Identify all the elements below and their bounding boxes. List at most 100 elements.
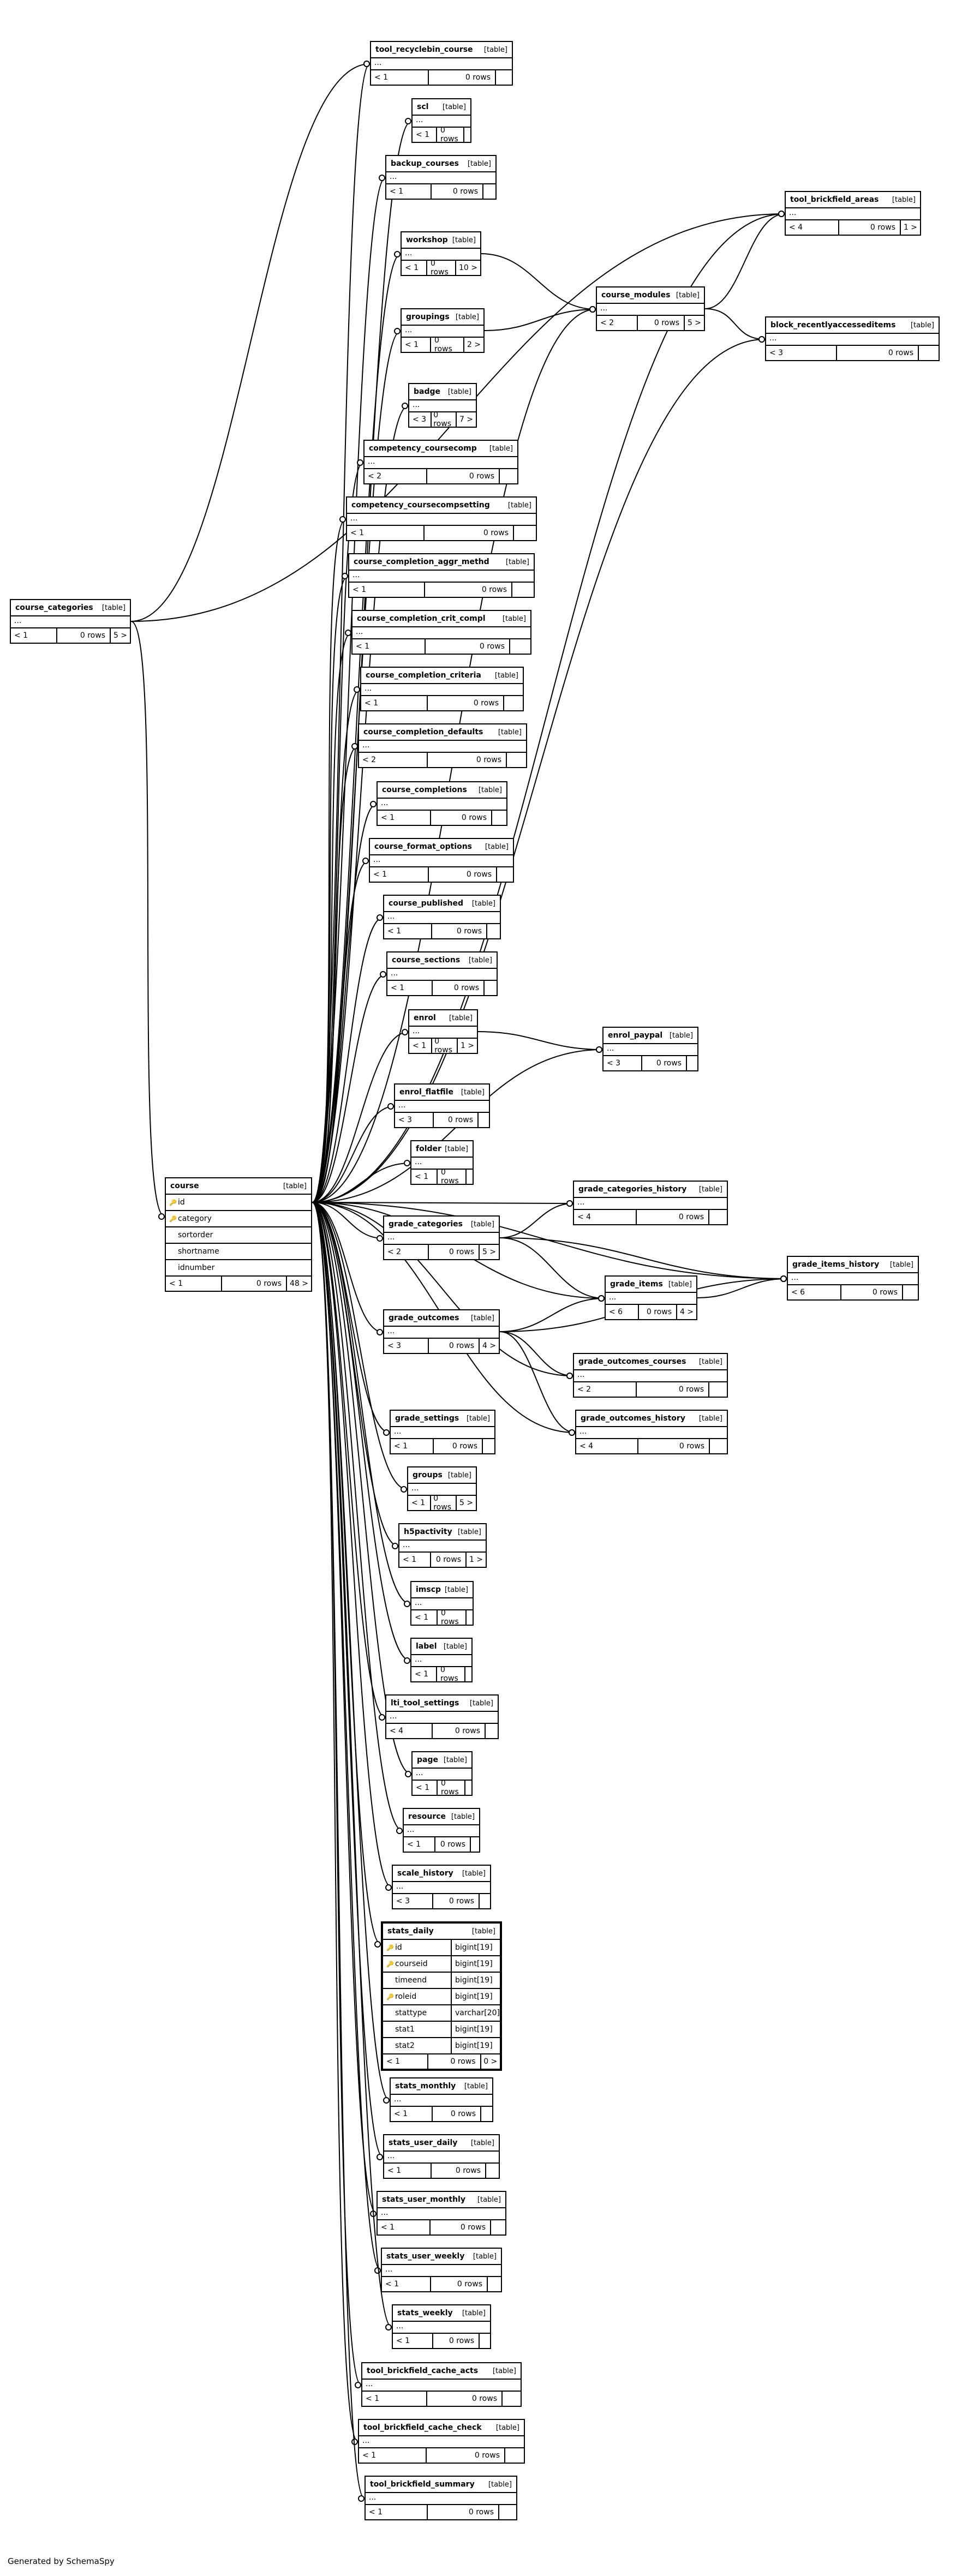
parent-count[interactable]: < 1	[356, 642, 370, 651]
table-name[interactable]: stats_user_daily	[389, 2138, 458, 2147]
table-name[interactable]: course	[170, 1182, 199, 1190]
parent-count[interactable]: < 1	[362, 2451, 377, 2460]
child-count[interactable]: 5 >	[479, 1245, 499, 1259]
child-count[interactable]	[490, 2220, 505, 2234]
column-row[interactable]: idnumber	[166, 1260, 311, 1277]
child-count[interactable]: 5 >	[456, 1496, 476, 1510]
column-row[interactable]: shortname	[166, 1244, 311, 1260]
parent-count[interactable]: < 1	[381, 2223, 395, 2232]
parent-count[interactable]: < 1	[394, 1442, 408, 1451]
parent-count[interactable]: < 1	[405, 263, 419, 272]
child-count[interactable]	[498, 2505, 516, 2519]
table-name[interactable]: enrol_paypal	[608, 1031, 663, 1040]
child-count[interactable]	[487, 2277, 501, 2291]
table-name[interactable]: scale_history	[397, 1869, 453, 1878]
table-name[interactable]: stats_daily	[387, 1927, 434, 1936]
child-count[interactable]	[465, 1170, 473, 1184]
column-row[interactable]: 🔑category	[166, 1211, 311, 1227]
child-count[interactable]	[501, 2392, 521, 2406]
table-name[interactable]: badge	[414, 387, 441, 396]
table-name[interactable]: label	[416, 1642, 437, 1651]
parent-count[interactable]: < 1	[381, 813, 395, 822]
table-name[interactable]: grade_categories	[389, 1220, 463, 1229]
table-name[interactable]: grade_outcomes	[389, 1314, 459, 1322]
child-count[interactable]	[708, 1382, 727, 1397]
table-name[interactable]: workshop	[406, 236, 448, 244]
parent-count[interactable]: < 1	[169, 1279, 183, 1288]
parent-count[interactable]: < 3	[607, 1059, 621, 1068]
parent-count[interactable]: < 3	[398, 1116, 413, 1124]
table-name[interactable]: enrol_flatfile	[399, 1088, 453, 1097]
parent-count[interactable]: < 1	[394, 2110, 408, 2118]
child-count[interactable]	[463, 128, 470, 142]
table-name[interactable]: course_completion_crit_compl	[357, 614, 486, 623]
child-count[interactable]: 4 >	[479, 1339, 499, 1353]
table-course-completion-crit-compl[interactable]: course_completion_crit_compl[table]...< …	[351, 610, 531, 655]
table-name[interactable]: tool_brickfield_summary	[370, 2480, 475, 2489]
parent-count[interactable]: < 1	[365, 699, 379, 708]
parent-count[interactable]: < 1	[373, 870, 387, 879]
parent-count[interactable]: < 1	[391, 984, 405, 992]
table-name[interactable]: course_completion_defaults	[363, 728, 483, 736]
table-name[interactable]: stats_user_weekly	[386, 2252, 465, 2261]
parent-count[interactable]: < 1	[396, 2337, 410, 2345]
table-name[interactable]: course_categories	[15, 603, 93, 612]
child-count[interactable]	[482, 184, 495, 199]
table-name[interactable]: course_completions	[382, 786, 467, 794]
table-name[interactable]: page	[417, 1756, 438, 1764]
parent-count[interactable]: < 1	[374, 73, 389, 82]
parent-count[interactable]: < 1	[369, 2508, 383, 2517]
table-name[interactable]: grade_items	[610, 1280, 663, 1289]
table-name[interactable]: stats_monthly	[395, 2082, 456, 2090]
child-count[interactable]	[495, 70, 512, 85]
column-row[interactable]: sortorder	[166, 1227, 311, 1244]
table-name[interactable]: tool_brickfield_cache_check	[363, 2423, 482, 2432]
parent-count[interactable]: < 3	[769, 349, 784, 357]
parent-count[interactable]: < 1	[385, 2280, 399, 2289]
child-count[interactable]	[485, 2164, 499, 2178]
parent-count[interactable]: < 1	[350, 529, 365, 537]
child-count[interactable]	[482, 1439, 494, 1453]
child-count[interactable]: 0 >	[480, 2054, 500, 2069]
parent-count[interactable]: < 1	[413, 1041, 427, 1050]
parent-count[interactable]: < 1	[415, 1172, 429, 1181]
child-count[interactable]	[708, 1210, 727, 1224]
child-count[interactable]	[486, 924, 500, 938]
child-count[interactable]	[483, 981, 497, 995]
child-count[interactable]	[509, 639, 530, 654]
table-name[interactable]: tool_brickfield_areas	[790, 195, 879, 204]
table-block-recentlyaccesseditems[interactable]: block_recentlyaccesseditems[table]...< 3…	[765, 316, 940, 361]
child-count[interactable]	[496, 867, 513, 882]
child-count[interactable]	[480, 2107, 492, 2121]
child-count[interactable]: 48 >	[286, 1277, 311, 1291]
table-name[interactable]: scl	[417, 103, 429, 111]
child-count[interactable]	[918, 346, 939, 360]
parent-count[interactable]: < 1	[366, 2394, 380, 2403]
child-count[interactable]	[464, 1667, 471, 1681]
parent-count[interactable]: < 4	[579, 1442, 594, 1451]
